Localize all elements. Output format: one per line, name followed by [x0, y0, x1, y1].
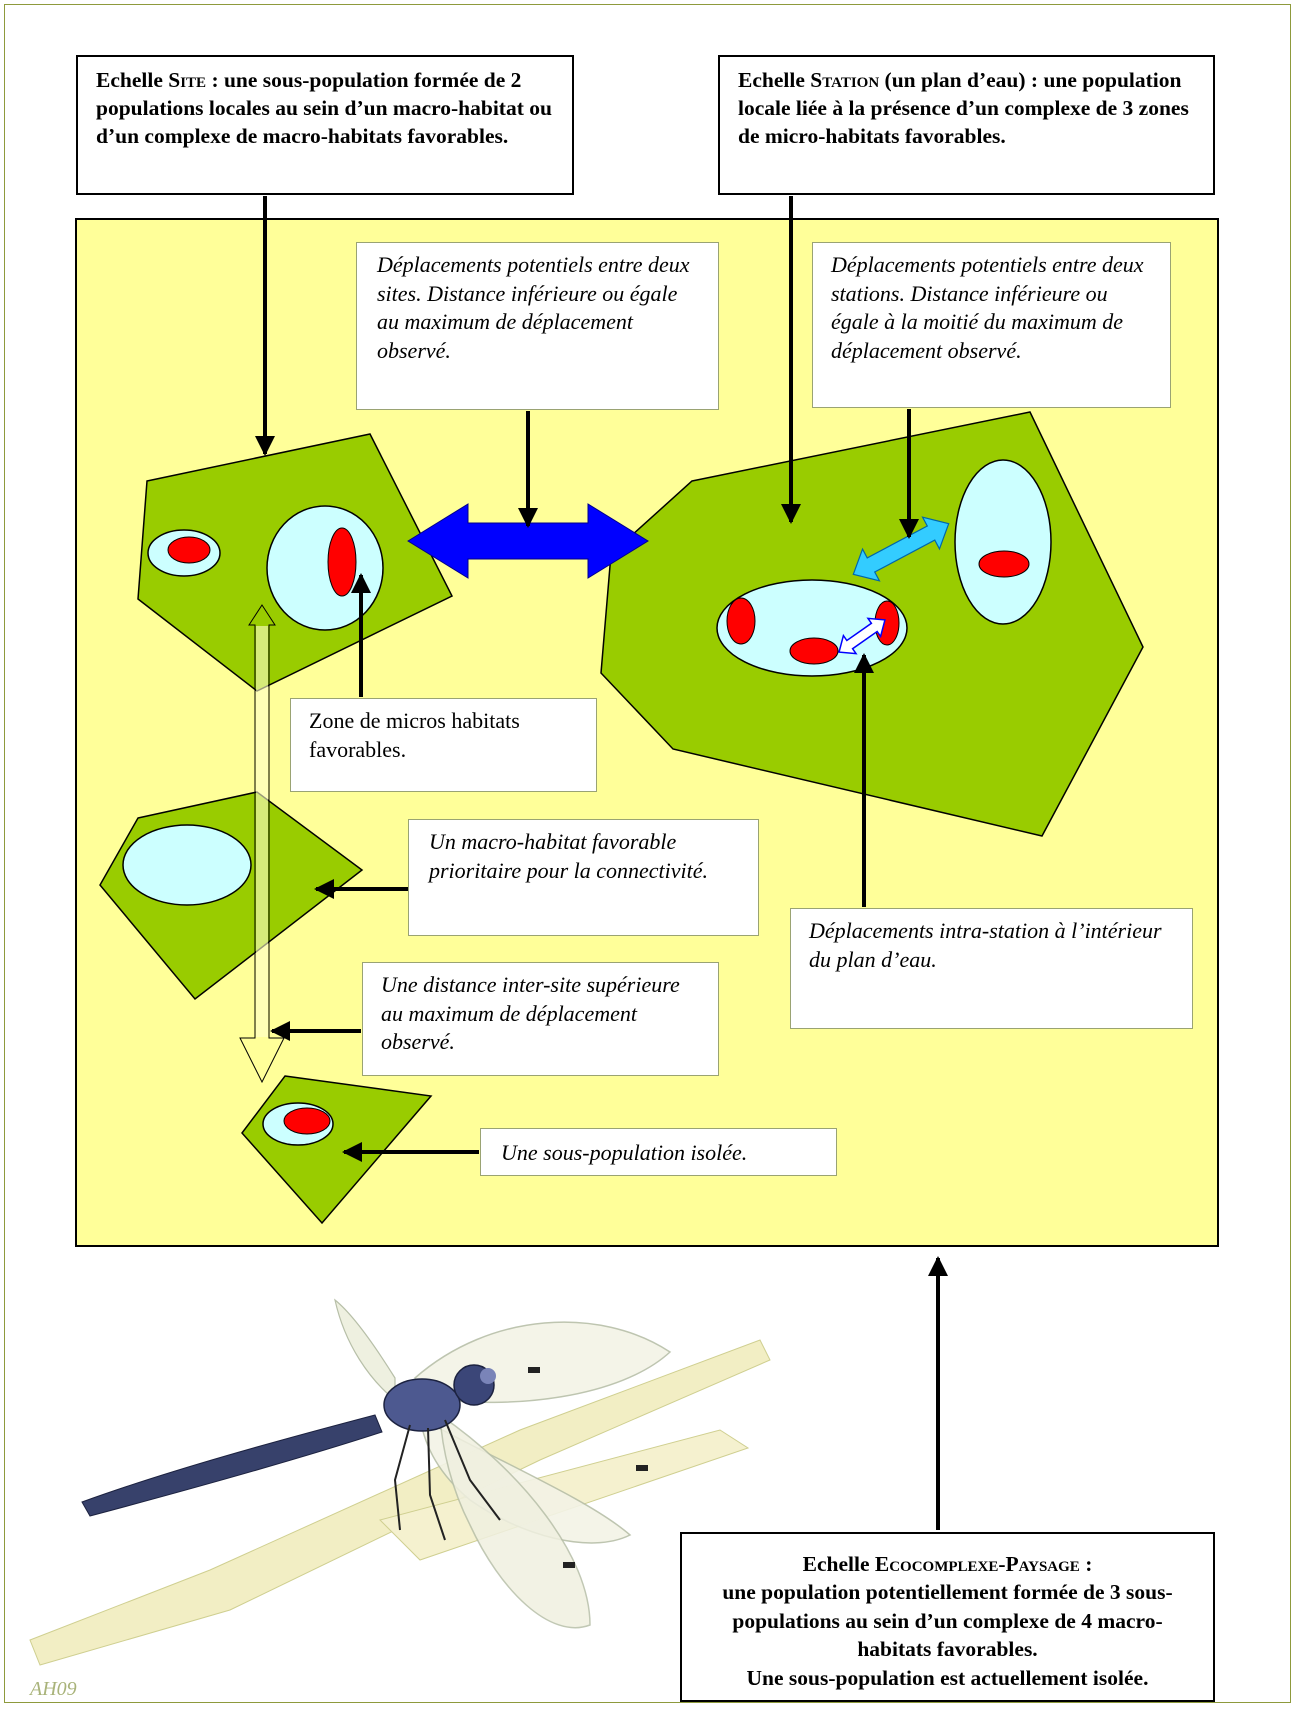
ecocomplex-scale-colon: : — [1079, 1552, 1093, 1576]
priority-macro-habitat-text: Un macro-habitat favorable prioritaire p… — [429, 829, 709, 883]
intra-station-text: Déplacements intra-station à l’intérieur… — [809, 918, 1162, 972]
water-body — [266, 505, 384, 631]
station-scale-lead: Echelle — [738, 68, 811, 92]
site-scale-text: : une sous-population formée de 2 popula… — [96, 68, 552, 148]
dragonfly-illustration: AH09 — [28, 1298, 771, 1700]
intra-station-arrow — [838, 617, 886, 655]
micro-habitat-zone — [327, 527, 357, 597]
micro-habitat-zone — [726, 597, 756, 645]
ecocomplex-scale-lead: Echelle — [802, 1552, 875, 1576]
station-scale-name: Station — [810, 68, 880, 92]
ecocomplex-scale-box: Echelle Ecocomplexe-Paysage : une popula… — [680, 1532, 1215, 1702]
inter-site-distance-box: Une distance inter-site supérieure au ma… — [362, 962, 719, 1076]
pointer-arrows — [255, 196, 948, 1530]
isolated-subpopulation-text: Une sous-population isolée. — [501, 1140, 748, 1165]
station-scale-text: (un plan d’eau) : une population locale … — [738, 68, 1189, 148]
water-body — [954, 459, 1052, 625]
micro-habitat-zone — [167, 536, 211, 564]
priority-macro-habitat-box: Un macro-habitat favorable prioritaire p… — [408, 819, 759, 936]
between-stations-arrow — [852, 516, 950, 582]
isolated-subpopulation-box: Une sous-population isolée. — [480, 1128, 837, 1176]
site-scale-box: Echelle Site : une sous-population formé… — [76, 55, 574, 195]
between-stations-text: Déplacements potentiels entre deux stati… — [831, 252, 1144, 363]
water-body — [122, 824, 252, 906]
inter-site-distance-arrow-fill — [256, 626, 268, 1037]
micro-habitat-zone — [978, 550, 1030, 578]
inter-site-distance-text: Une distance inter-site supérieure au ma… — [381, 972, 680, 1055]
ecocomplex-scale-name: Ecocomplexe-Paysage — [874, 1552, 1080, 1576]
svg-text:AH09: AH09 — [28, 1678, 77, 1700]
site-scale-name: Site — [168, 68, 207, 92]
micro-habitats-box: Zone de micros habitats favorables. — [290, 698, 597, 792]
station-scale-box: Echelle Station (un plan d’eau) : une po… — [718, 55, 1215, 195]
ecocomplex-scale-title: Echelle Ecocomplexe-Paysage : — [696, 1550, 1199, 1578]
station-water-body — [716, 579, 908, 677]
between-sites-box: Déplacements potentiels entre deux sites… — [356, 242, 719, 410]
micro-habitat-zone — [283, 1107, 331, 1135]
between-sites-text: Déplacements potentiels entre deux sites… — [377, 252, 690, 363]
inter-site-distance-arrow — [239, 604, 285, 1084]
micro-habitat-zone — [789, 637, 839, 665]
between-stations-box: Déplacements potentiels entre deux stati… — [812, 242, 1171, 408]
between-sites-arrow — [407, 503, 649, 579]
ecocomplex-scale-status: Une sous-population est actuellement iso… — [746, 1665, 1149, 1690]
micro-habitats-text: Zone de micros habitats favorables. — [309, 708, 520, 762]
site-scale-lead: Echelle — [96, 68, 169, 92]
ecocomplex-scale-description: une population potentiellement formée de… — [722, 1580, 1173, 1662]
intra-station-box: Déplacements intra-station à l’intérieur… — [790, 908, 1193, 1029]
page-frame — [4, 4, 1291, 1703]
